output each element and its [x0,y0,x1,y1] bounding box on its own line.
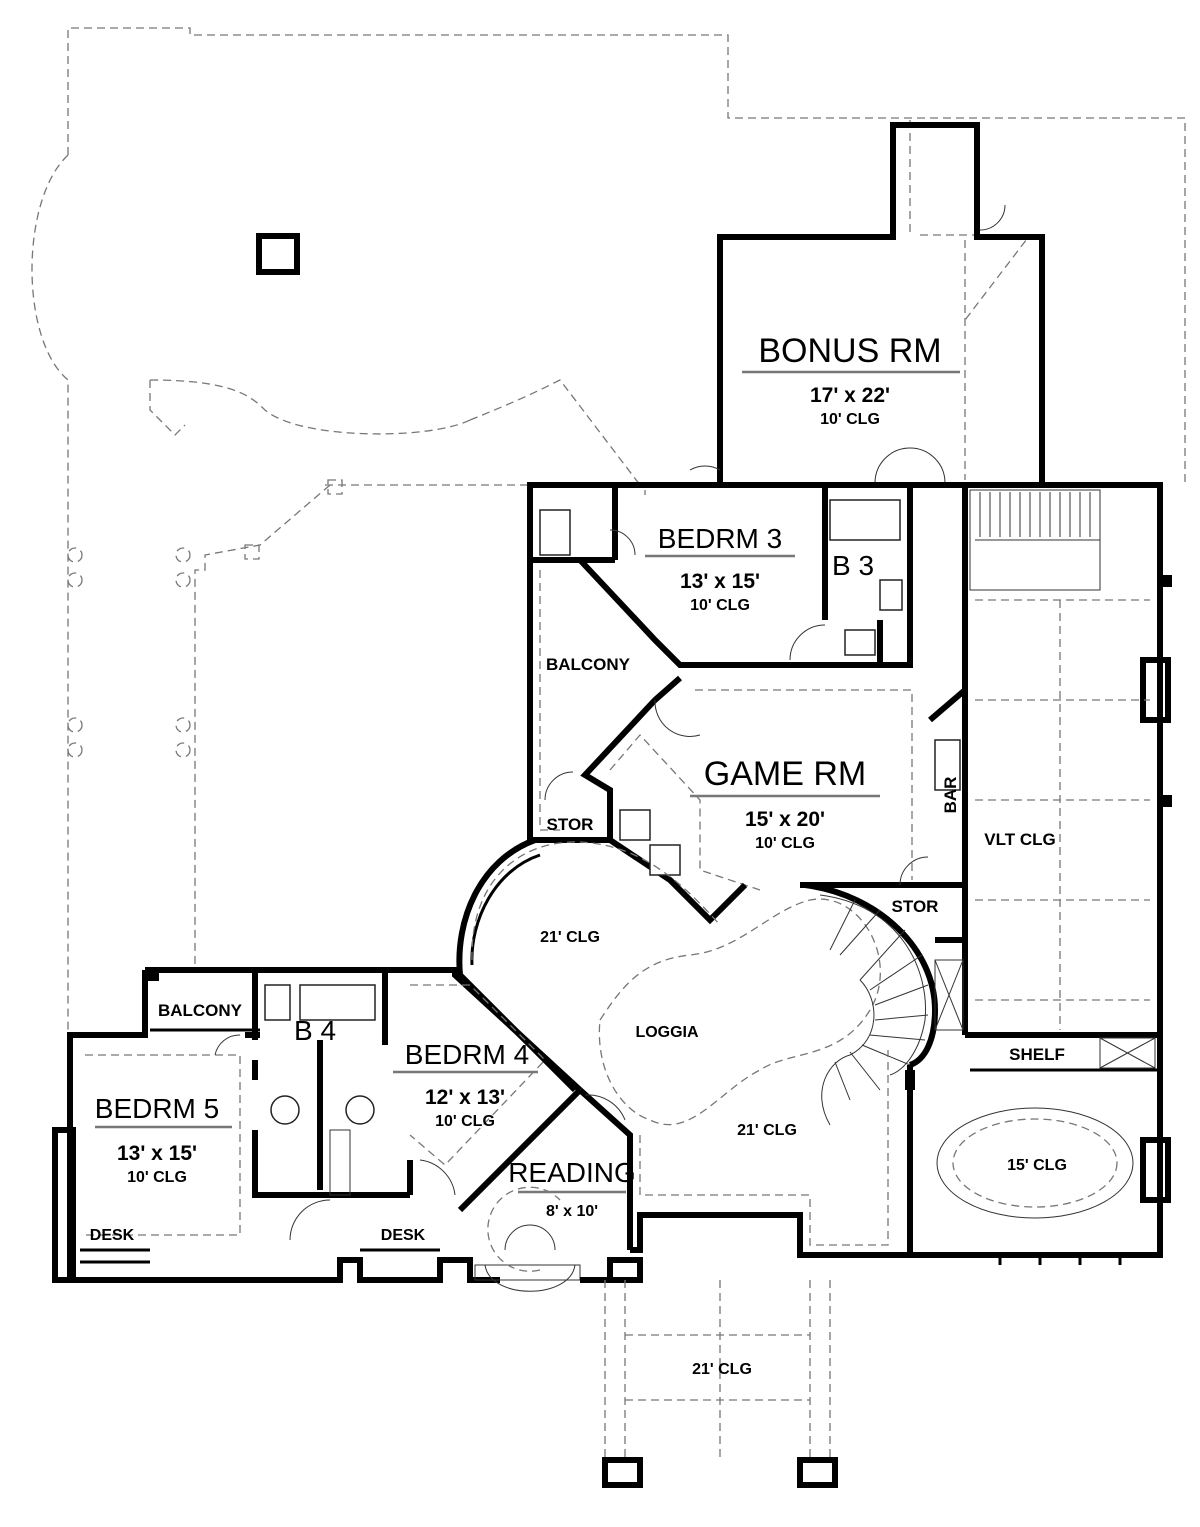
room-name: BONUS RM [758,332,941,370]
room-name: READING [508,1157,636,1188]
room-size: 17' x 22' [810,384,890,407]
desk-bedroom-5: DESK [90,1227,135,1244]
room-size: 15' x 20' [745,808,825,831]
room-ceiling: 10' CLG [755,835,815,852]
room-game: GAME RM 15' x 20' 10' CLG [690,755,880,852]
column [1160,575,1172,587]
room-bedroom-4: BEDRM 4 12' x 13' 10' CLG [393,1039,538,1130]
room-ceiling: 10' CLG [820,411,880,428]
room-ceiling: 10' CLG [127,1169,187,1186]
room-stair-ceiling: 21' CLG [737,1122,797,1139]
desk-bedroom-4: DESK [381,1227,426,1244]
room-size: 13' x 15' [680,570,760,593]
room-bedroom-3: BEDRM 3 13' x 15' 10' CLG [645,523,795,614]
room-storage-left: STOR [547,815,594,834]
room-shelf: SHELF [1009,1045,1065,1064]
room-oval-ceiling: 15' CLG [1007,1157,1067,1174]
room-bonus: BONUS RM 17' x 22' 10' CLG [742,332,960,428]
room-size: 13' x 15' [117,1142,197,1165]
room-bath-3: B 3 [832,550,874,581]
room-name: BEDRM 4 [405,1039,529,1070]
room-bath-4: B 4 [294,1015,336,1046]
room-bar: BAR [941,777,960,814]
room-name: BEDRM 5 [95,1093,219,1124]
roof-outline [31,27,1186,1035]
room-vaulted-ceiling: VLT CLG [984,830,1055,849]
room-balcony-upper: BALCONY [546,655,631,674]
stair-upper [969,489,1101,591]
game-room-walls [527,570,968,943]
room-bedroom-5: BEDRM 5 13' x 15' 10' CLG [95,1093,232,1186]
room-reading: READING 8' x 10' [508,1157,636,1220]
loggia-walls [456,837,965,1255]
room-ceiling: 10' CLG [435,1113,495,1130]
room-name: BEDRM 3 [658,523,782,554]
room-porch-ceiling: 21' CLG [692,1361,752,1378]
lower-left-walls [52,967,630,1292]
room-ceiling: 10' CLG [690,597,750,614]
upper-walls [527,482,1172,1203]
room-round-ceiling: 21' CLG [540,929,600,946]
column [1160,795,1172,807]
room-balcony-lower: BALCONY [158,1001,243,1020]
oval-room-walls [905,1032,1163,1265]
room-name: GAME RM [704,755,866,793]
room-storage-right: STOR [892,897,939,916]
front-porch [602,1212,910,1488]
spiral-stair [819,894,929,1126]
room-size: 12' x 13' [425,1086,505,1109]
room-size: 8' x 10' [546,1203,598,1220]
room-loggia: LOGGIA [635,1024,699,1041]
chimney-square [256,233,300,275]
bonus-room-walls [689,122,1045,484]
